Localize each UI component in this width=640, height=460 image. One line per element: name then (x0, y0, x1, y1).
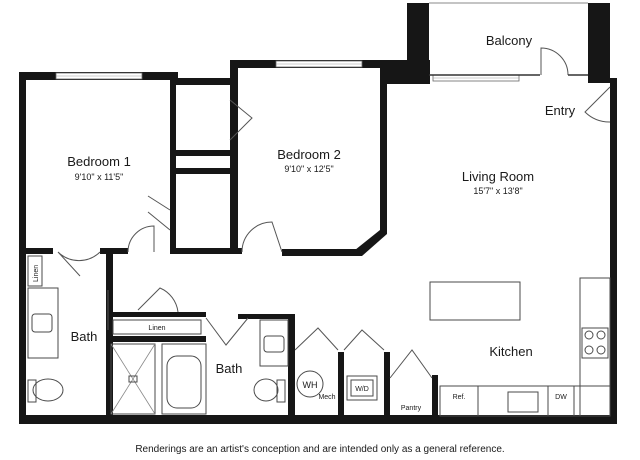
pantry-label: Pantry (401, 405, 422, 412)
entry-label: Entry (545, 103, 576, 118)
fixtures (27, 255, 611, 417)
bedroom2-name: Bedroom 2 (277, 147, 341, 162)
ref-label: Ref. (453, 394, 466, 401)
living-room-name: Living Room (462, 169, 534, 184)
wh-label: WH (303, 380, 318, 390)
kitchen-label: Kitchen (489, 344, 532, 359)
bath2-label: Bath (216, 361, 243, 376)
interior-walls (19, 84, 438, 418)
bath1-label: Bath (71, 329, 98, 344)
mech-label: Mech (318, 394, 335, 401)
disclaimer-text: Renderings are an artist's conception an… (135, 444, 504, 455)
bedroom1-dims: 9'10" x 11'5" (75, 172, 124, 182)
doors (57, 86, 611, 379)
balcony-outline (429, 2, 588, 76)
dw-label: DW (555, 394, 567, 401)
linen-label: Linen (148, 325, 165, 332)
living-room-dims: 15'7" x 13'8" (473, 186, 522, 196)
room-labels: Balcony Entry Bedroom 1 9'10" x 11'5" Be… (67, 33, 575, 376)
bedroom2-dims: 9'10" x 12'5" (284, 164, 333, 174)
wd-label: W/D (355, 386, 369, 393)
balcony-label: Balcony (486, 33, 533, 48)
windows (55, 60, 520, 82)
fixture-labels: Linen Linen WH W/D Mech Pantry Ref. DW (33, 265, 567, 412)
bedroom1-name: Bedroom 1 (67, 154, 131, 169)
linen-vertical-label: Linen (33, 265, 40, 282)
